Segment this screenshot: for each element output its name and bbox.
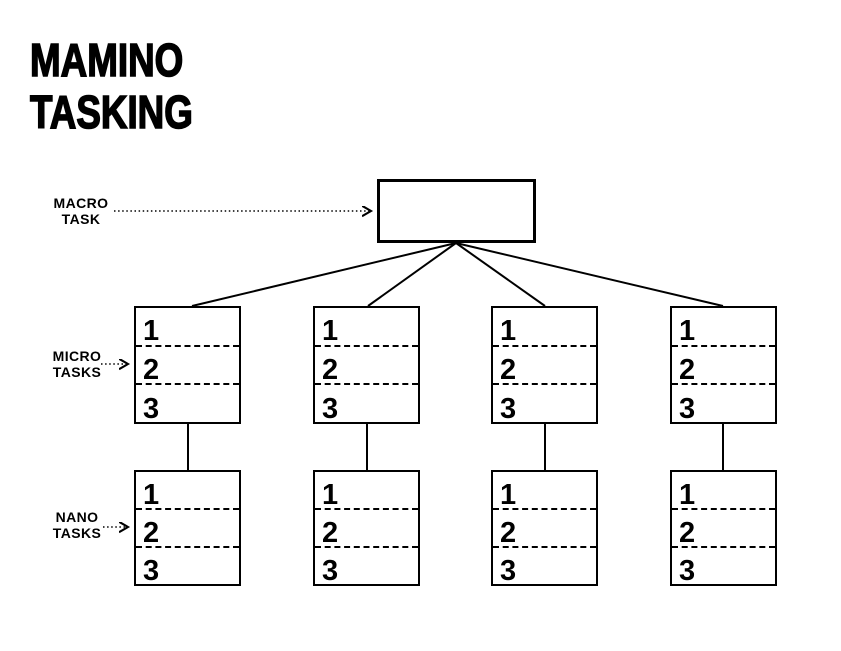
task-number: 2 bbox=[679, 516, 696, 549]
micro-tasks-label-line-1: MICRO bbox=[52, 348, 102, 364]
micro-task-box-1: 1 2 3 bbox=[134, 306, 241, 424]
task-number: 2 bbox=[500, 516, 517, 549]
nano-tasks-label-line-1: NANO bbox=[55, 509, 99, 525]
task-number: 2 bbox=[143, 354, 160, 387]
task-number: 3 bbox=[322, 554, 339, 587]
task-number: 2 bbox=[500, 354, 517, 387]
macro-task-box bbox=[377, 179, 536, 243]
nano-task-box-1: 1 2 3 bbox=[134, 470, 241, 586]
task-number: 1 bbox=[322, 315, 339, 348]
task-slot: 2 bbox=[136, 347, 239, 386]
nano-tasks-label-line-2: TASKS bbox=[52, 525, 102, 541]
task-slot: 1 bbox=[672, 472, 775, 510]
task-slot: 2 bbox=[672, 510, 775, 548]
nano-tasks-label: NANO TASKS bbox=[40, 509, 114, 541]
micro-to-nano-lines bbox=[187, 423, 724, 471]
macro-task-label-line-1: MACRO bbox=[53, 195, 109, 211]
task-number: 3 bbox=[322, 392, 339, 425]
task-slot: 3 bbox=[315, 385, 418, 425]
micro-task-box-2: 1 2 3 bbox=[313, 306, 420, 424]
task-slot: 3 bbox=[672, 385, 775, 425]
task-slot: 3 bbox=[136, 385, 239, 425]
task-number: 1 bbox=[500, 315, 517, 348]
task-slot: 2 bbox=[315, 510, 418, 548]
macro-task-label-line-2: TASK bbox=[61, 211, 101, 227]
task-number: 1 bbox=[679, 315, 696, 348]
page-title: MAMINO TASKING bbox=[29, 33, 193, 139]
task-number: 1 bbox=[322, 478, 339, 511]
task-slot: 3 bbox=[136, 548, 239, 587]
micro-task-box-3: 1 2 3 bbox=[491, 306, 598, 424]
task-number: 2 bbox=[679, 354, 696, 387]
page-title-line-2: TASKING bbox=[29, 85, 193, 139]
task-number: 1 bbox=[679, 478, 696, 511]
task-slot: 3 bbox=[493, 385, 596, 425]
task-number: 1 bbox=[143, 478, 160, 511]
macro-to-micro-lines bbox=[191, 242, 724, 307]
task-number: 3 bbox=[143, 392, 160, 425]
task-number: 3 bbox=[679, 392, 696, 425]
nano-task-box-4: 1 2 3 bbox=[670, 470, 777, 586]
task-slot: 2 bbox=[493, 510, 596, 548]
task-slot: 2 bbox=[136, 510, 239, 548]
task-slot: 1 bbox=[493, 472, 596, 510]
micro-tasks-label-line-2: TASKS bbox=[52, 364, 102, 380]
task-number: 1 bbox=[500, 478, 517, 511]
task-number: 1 bbox=[143, 315, 160, 348]
task-number: 3 bbox=[500, 554, 517, 587]
task-slot: 1 bbox=[493, 308, 596, 347]
task-slot: 1 bbox=[136, 472, 239, 510]
task-slot: 2 bbox=[672, 347, 775, 386]
task-slot: 3 bbox=[315, 548, 418, 587]
task-slot: 1 bbox=[315, 308, 418, 347]
task-slot: 1 bbox=[315, 472, 418, 510]
task-slot: 1 bbox=[672, 308, 775, 347]
macro-task-label: MACRO TASK bbox=[44, 195, 118, 227]
task-number: 2 bbox=[322, 516, 339, 549]
task-slot: 2 bbox=[315, 347, 418, 386]
task-slot: 1 bbox=[136, 308, 239, 347]
nano-task-box-3: 1 2 3 bbox=[491, 470, 598, 586]
task-slot: 2 bbox=[493, 347, 596, 386]
micro-task-box-4: 1 2 3 bbox=[670, 306, 777, 424]
task-number: 3 bbox=[143, 554, 160, 587]
task-number: 3 bbox=[500, 392, 517, 425]
task-slot: 3 bbox=[672, 548, 775, 587]
task-number: 2 bbox=[143, 516, 160, 549]
task-slot: 3 bbox=[493, 548, 596, 587]
micro-tasks-label: MICRO TASKS bbox=[40, 348, 114, 380]
page-title-line-1: MAMINO bbox=[29, 33, 184, 87]
task-number: 3 bbox=[679, 554, 696, 587]
task-number: 2 bbox=[322, 354, 339, 387]
nano-task-box-2: 1 2 3 bbox=[313, 470, 420, 586]
